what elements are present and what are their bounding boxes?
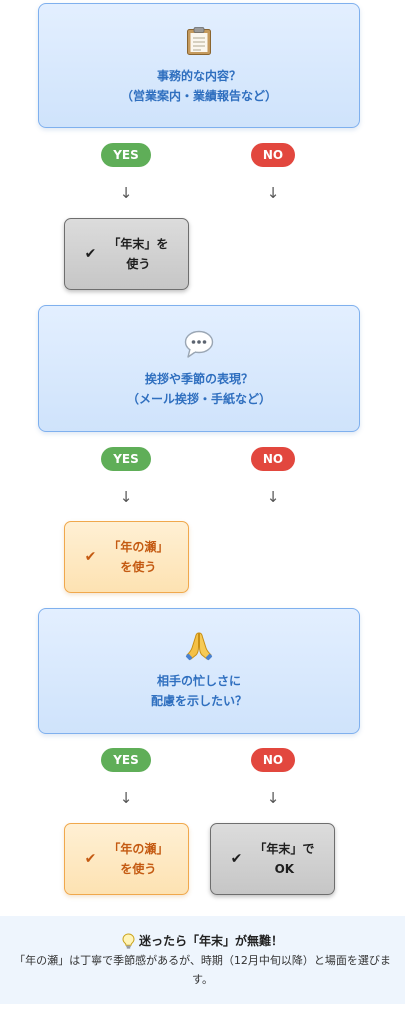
summary-note: 迷ったら「年末」が無難！ 「年の瀬」は丁寧で季節感があるが、時期（12月中旬以降… bbox=[0, 916, 405, 1004]
answer-q2-yes-line-2: を使う bbox=[120, 560, 157, 574]
note-title: 迷ったら「年末」が無難！ bbox=[138, 934, 283, 948]
folded-hands-icon bbox=[184, 631, 214, 661]
arrow-down-icon: ↓ bbox=[119, 789, 133, 807]
question-1-line-1: 事務的な内容？ bbox=[156, 68, 241, 83]
arrow-down-icon: ↓ bbox=[119, 184, 133, 202]
yes-badge-3: YES bbox=[101, 748, 151, 772]
answer-q1-yes-line-2: 使う bbox=[126, 257, 151, 271]
answer-q3-no: ✔ 「年末」で OK bbox=[210, 823, 335, 895]
arrow-down-icon: ↓ bbox=[119, 488, 133, 506]
answer-q2-yes: ✔ 「年の瀬」 を使う bbox=[64, 521, 189, 593]
clipboard-icon bbox=[186, 26, 212, 56]
arrow-down-icon: ↓ bbox=[266, 184, 280, 202]
question-1-line-2: （営業案内・業績報告など） bbox=[120, 88, 277, 103]
answer-q1-yes-line-1: 「年末」を bbox=[108, 237, 169, 251]
speech-bubble-icon bbox=[184, 329, 214, 359]
check-icon: ✔ bbox=[84, 851, 97, 867]
check-icon: ✔ bbox=[230, 851, 243, 867]
answer-q1-yes: ✔ 「年末」を 使う bbox=[64, 218, 189, 290]
answer-q3-no-line-1: 「年末」で bbox=[254, 842, 315, 856]
arrow-down-icon: ↓ bbox=[266, 789, 280, 807]
answer-q2-yes-line-1: 「年の瀬」 bbox=[108, 540, 169, 554]
answer-q3-yes-line-2: を使う bbox=[120, 862, 157, 876]
no-badge-3: NO bbox=[251, 748, 295, 772]
no-badge-1: NO bbox=[251, 143, 295, 167]
question-box-1: 事務的な内容？ （営業案内・業績報告など） bbox=[38, 3, 360, 128]
answer-q3-no-line-2: OK bbox=[274, 862, 295, 876]
no-badge-2: NO bbox=[251, 447, 295, 471]
lightbulb-icon bbox=[122, 933, 135, 949]
answer-q3-yes: ✔ 「年の瀬」 を使う bbox=[64, 823, 189, 895]
question-3-line-1: 相手の忙しさに bbox=[156, 674, 241, 688]
question-box-3: 相手の忙しさに 配慮を示したい？ bbox=[38, 608, 360, 734]
check-icon: ✔ bbox=[84, 246, 97, 262]
yes-badge-1: YES bbox=[101, 143, 151, 167]
question-box-2: 挨拶や季節の表現？ （メール挨拶・手紙など） bbox=[38, 305, 360, 432]
answer-q3-yes-line-1: 「年の瀬」 bbox=[108, 842, 169, 856]
yes-badge-2: YES bbox=[101, 447, 151, 471]
question-2-line-1: 挨拶や季節の表現？ bbox=[144, 371, 253, 386]
question-2-line-2: （メール挨拶・手紙など） bbox=[126, 391, 271, 406]
arrow-down-icon: ↓ bbox=[266, 488, 280, 506]
check-icon: ✔ bbox=[84, 549, 97, 565]
question-3-line-2: 配慮を示したい？ bbox=[150, 694, 247, 708]
note-body: 「年の瀬」は丁寧で季節感があるが、時期（12月中旬以降）と場面を選びます。 bbox=[14, 954, 391, 986]
